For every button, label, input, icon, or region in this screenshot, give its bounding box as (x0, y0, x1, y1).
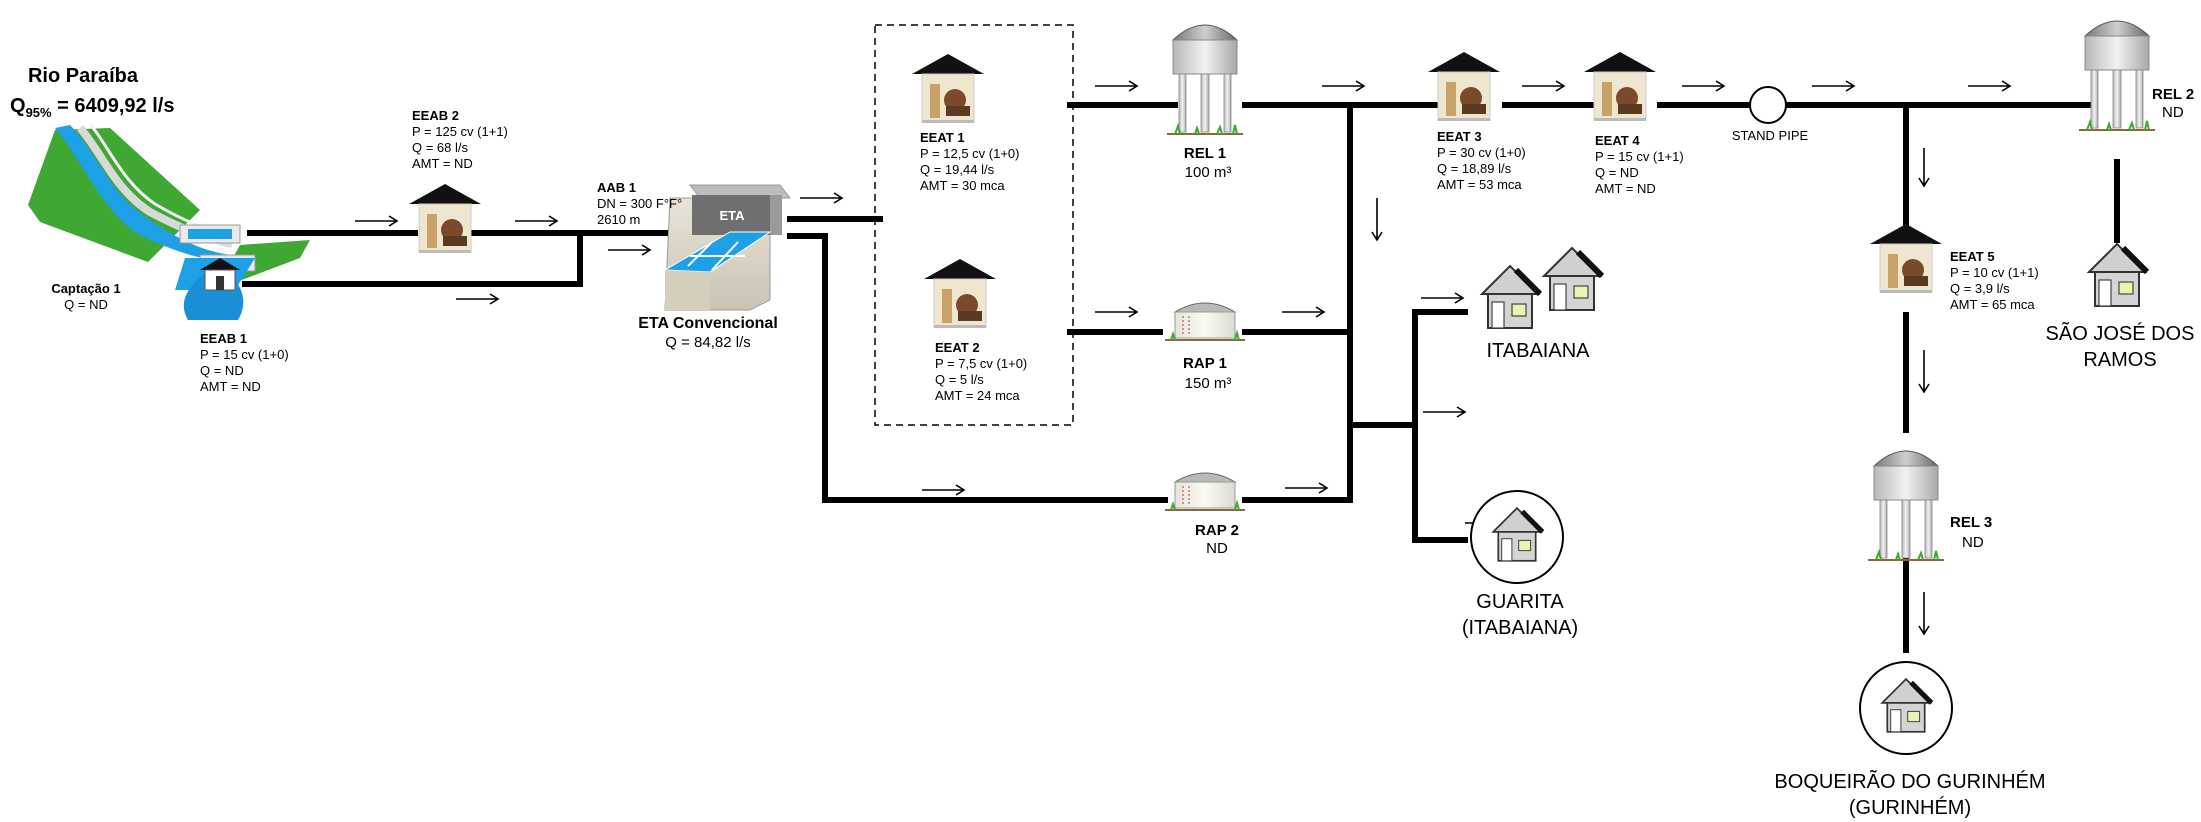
eeat-group-box (874, 24, 1074, 426)
stand-pipe-icon (1749, 86, 1787, 124)
svg-text:EEAT 4: EEAT 4 (1595, 133, 1640, 148)
svg-text:Q = ND: Q = ND (1595, 165, 1639, 180)
svg-text:AMT = 24 mca: AMT = 24 mca (935, 388, 1020, 403)
sao-jose-label-line2: RAMOS (2083, 349, 2156, 371)
rap2-volume: ND (1206, 540, 1228, 557)
svg-text:AMT = 30 mca: AMT = 30 mca (920, 178, 1005, 193)
svg-text:Q = 19,44 l/s: Q = 19,44 l/s (920, 162, 995, 177)
eta-label: ETA (719, 208, 745, 223)
sao-jose-house-icon (2089, 244, 2147, 306)
svg-text:Q = 18,89 l/s: Q = 18,89 l/s (1437, 161, 1512, 176)
svg-text:Q = 5 l/s: Q = 5 l/s (935, 372, 984, 387)
svg-text:P = 7,5 cv (1+0): P = 7,5 cv (1+0) (935, 356, 1027, 371)
eta-name: ETA Convencional (638, 315, 778, 332)
itabaiana-house-icon-1 (1482, 266, 1540, 328)
svg-text:AMT = ND: AMT = ND (200, 379, 261, 394)
boqueirao-label-line1: BOQUEIRÃO DO GURINHÉM (1774, 769, 2045, 793)
guarita-label-line1: GUARITA (1476, 591, 1564, 613)
svg-text:AMT = ND: AMT = ND (412, 156, 473, 171)
eeat5-pump-house-icon (1869, 223, 1943, 294)
captacao-flow: Q = ND (64, 297, 108, 312)
itabaiana-house-icon-2 (1544, 248, 1602, 310)
eeab2-label: EEAB 2 P = 125 cv (1+1) Q = 68 l/s AMT =… (412, 108, 508, 171)
eeat3-pump-house-icon (1427, 51, 1501, 122)
rap1-volume: 150 m³ (1185, 375, 1232, 392)
eeat1-pump-house-icon (911, 53, 985, 124)
svg-text:Q = 3,9 l/s: Q = 3,9 l/s (1950, 281, 2010, 296)
aab1-label: AAB 1 DN = 300 F°F° 2610 m (597, 180, 682, 227)
svg-text:Q = 68 l/s: Q = 68 l/s (412, 140, 468, 155)
eeat5-label: EEAT 5 P = 10 cv (1+1) Q = 3,9 l/s AMT =… (1950, 249, 2039, 312)
svg-text:EEAT 5: EEAT 5 (1950, 249, 1995, 264)
eta-treatment-plant (663, 184, 792, 311)
svg-text:EEAT 1: EEAT 1 (920, 130, 965, 145)
rel2-elevated-tank-icon (2078, 20, 2156, 131)
rel3-elevated-tank-icon (1867, 450, 1945, 561)
rap2-name: RAP 2 (1195, 522, 1239, 539)
svg-text:Q = ND: Q = ND (200, 363, 244, 378)
svg-text:P = 125 cv (1+1): P = 125 cv (1+1) (412, 124, 508, 139)
guarita-label-line2: (ITABAIANA) (1462, 617, 1578, 639)
svg-text:DN = 300 F°F°: DN = 300 F°F° (597, 196, 682, 211)
svg-text:AMT = ND: AMT = ND (1595, 181, 1656, 196)
pipe-network (242, 102, 2120, 653)
rel1-volume: 100 m³ (1185, 164, 1232, 181)
svg-text:P = 10 cv (1+1): P = 10 cv (1+1) (1950, 265, 2039, 280)
rel2-volume: ND (2162, 104, 2184, 121)
eeat4-pump-house-icon (1583, 51, 1657, 122)
rel2-name: REL 2 (2152, 86, 2194, 103)
stand-pipe-label: STAND PIPE (1732, 128, 1809, 143)
eeat2-label: EEAT 2 P = 7,5 cv (1+0) Q = 5 l/s AMT = … (935, 340, 1027, 403)
rap1-name: RAP 1 (1183, 355, 1227, 372)
svg-text:EEAT 3: EEAT 3 (1437, 129, 1482, 144)
rel1-elevated-tank-icon (1166, 24, 1244, 135)
svg-text:AAB 1: AAB 1 (597, 180, 636, 195)
captacao-name: Captação 1 (51, 281, 120, 296)
source-name: Rio Paraíba (28, 65, 139, 87)
svg-text:EEAB 1: EEAB 1 (200, 331, 247, 346)
eeat2-pump-house-icon (923, 258, 997, 329)
svg-text:EEAB 2: EEAB 2 (412, 108, 459, 123)
river-intake-illustration (28, 123, 310, 320)
eeat1-label: EEAT 1 P = 12,5 cv (1+0) Q = 19,44 l/s A… (920, 130, 1020, 193)
eeab2-pump-house-icon (408, 183, 482, 254)
rel3-volume: ND (1962, 534, 1984, 551)
eeab1-label: EEAB 1 P = 15 cv (1+0) Q = ND AMT = ND (200, 331, 289, 394)
source-flow: Q95% = 6409,92 l/s (10, 95, 174, 120)
eeat3-label: EEAT 3 P = 30 cv (1+0) Q = 18,89 l/s AMT… (1437, 129, 1526, 192)
rel3-name: REL 3 (1950, 514, 1992, 531)
rel1-name: REL 1 (1184, 145, 1226, 162)
eeat4-label: EEAT 4 P = 15 cv (1+1) Q = ND AMT = ND (1595, 133, 1684, 196)
sao-jose-label-line1: SÃO JOSÉ DOS (2046, 321, 2195, 345)
rap1-ground-tank-icon (1164, 302, 1246, 341)
svg-text:P = 15 cv (1+0): P = 15 cv (1+0) (200, 347, 289, 362)
itabaiana-label: ITABAIANA (1487, 340, 1591, 362)
svg-text:EEAT 2: EEAT 2 (935, 340, 980, 355)
boqueirao-label-line2: (GURINHÉM) (1849, 796, 1971, 819)
svg-text:P = 30 cv (1+0): P = 30 cv (1+0) (1437, 145, 1526, 160)
svg-text:P = 15 cv (1+1): P = 15 cv (1+1) (1595, 149, 1684, 164)
svg-text:AMT = 53 mca: AMT = 53 mca (1437, 177, 1522, 192)
svg-text:AMT = 65 mca: AMT = 65 mca (1950, 297, 2035, 312)
svg-text:2610 m: 2610 m (597, 212, 640, 227)
rap2-ground-tank-icon (1164, 472, 1246, 511)
svg-text:P = 12,5 cv (1+0): P = 12,5 cv (1+0) (920, 146, 1020, 161)
eta-flow: Q = 84,82 l/s (665, 334, 750, 351)
